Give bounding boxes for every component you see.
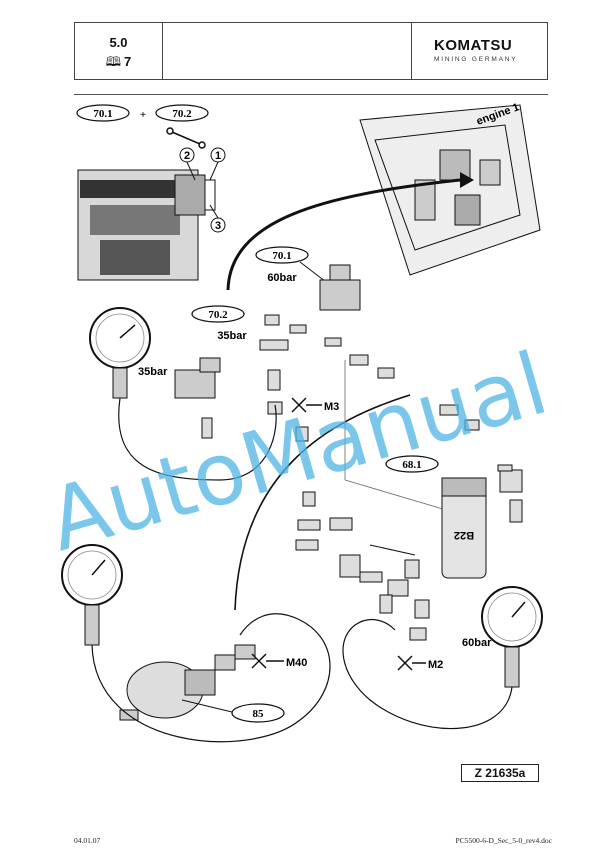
header-box: 5.0 🕮7 KOMATSU MINING GERMANY xyxy=(74,22,548,80)
pressure-gauge-60bar xyxy=(481,586,543,688)
marker-1: 1 xyxy=(215,150,221,162)
middle-fittings xyxy=(295,491,430,641)
marker-2: 2 xyxy=(184,150,190,162)
pressure-60bar-gauge: 60bar xyxy=(462,637,492,649)
callout-70-2-top: 70.2 xyxy=(172,108,192,120)
measuring-point-m2-marker xyxy=(397,655,426,671)
section-number: 5.0 xyxy=(109,35,128,50)
fittings xyxy=(201,314,480,442)
pressure-gauge-left xyxy=(61,544,123,646)
callout-70-1-oval xyxy=(255,246,309,264)
filter-68-1 xyxy=(441,477,487,579)
measuring-point-m3: M3 xyxy=(324,401,339,413)
pressure-valve-70-2 xyxy=(174,357,221,399)
callout-70-2-oval xyxy=(191,305,245,323)
page-number-row: 🕮7 xyxy=(75,53,162,75)
pressure-35bar-gauge: 35bar xyxy=(138,366,168,378)
callout-70-2-top-oval xyxy=(155,104,209,122)
measuring-point-m3-marker xyxy=(291,397,322,413)
figure-reference: Z 21635a xyxy=(461,764,539,782)
hose-main xyxy=(234,394,411,611)
pressure-gauge-35bar xyxy=(89,307,151,399)
accumulator-85 xyxy=(119,644,256,721)
pointer-arrow xyxy=(226,178,461,291)
wrench-icon xyxy=(166,127,206,149)
callout-70-1: 70.1 xyxy=(272,250,291,262)
pressure-35bar-valve: 35bar xyxy=(217,330,247,342)
page-number: 7 xyxy=(124,54,132,69)
plus-sign: + xyxy=(140,109,146,121)
measuring-point-m2: M2 xyxy=(428,659,443,671)
callout-68-1: 68.1 xyxy=(402,459,421,471)
footer-doc-name: PC5500-6-D_Sec_5-0_rev4.doc xyxy=(455,836,552,845)
callout-70-2: 70.2 xyxy=(208,309,228,321)
valve-cutaway-illustration xyxy=(77,169,216,281)
footer-date: 04.01.07 xyxy=(74,836,101,845)
callout-85-oval xyxy=(231,703,285,723)
brand-cell: KOMATSU MINING GERMANY xyxy=(411,23,547,79)
hose-left-gauge xyxy=(91,613,331,743)
callout-68-1-oval xyxy=(385,455,439,473)
hose-60bar-gauge xyxy=(342,618,513,730)
header-rule xyxy=(74,94,548,95)
engine-frame-illustration xyxy=(359,104,541,276)
section-cell: 5.0 🕮7 xyxy=(75,23,163,79)
filter-fittings xyxy=(497,464,523,523)
book-icon: 🕮 xyxy=(105,54,122,69)
measuring-point-m40: M40 xyxy=(286,657,307,669)
callout-70-1-top-oval xyxy=(76,104,130,122)
callout-85: 85 xyxy=(253,708,265,720)
measuring-point-m40-marker xyxy=(251,653,284,669)
brand-subtitle: MINING GERMANY xyxy=(434,56,518,63)
filter-code: B22 xyxy=(454,529,474,541)
marker-3: 3 xyxy=(215,220,221,232)
hose-35bar xyxy=(118,397,277,481)
pressure-60bar-valve: 60bar xyxy=(267,272,297,284)
pressure-valve-70-1 xyxy=(319,264,361,311)
komatsu-logo: KOMATSU xyxy=(434,37,513,54)
callout-70-1-top: 70.1 xyxy=(93,108,112,120)
